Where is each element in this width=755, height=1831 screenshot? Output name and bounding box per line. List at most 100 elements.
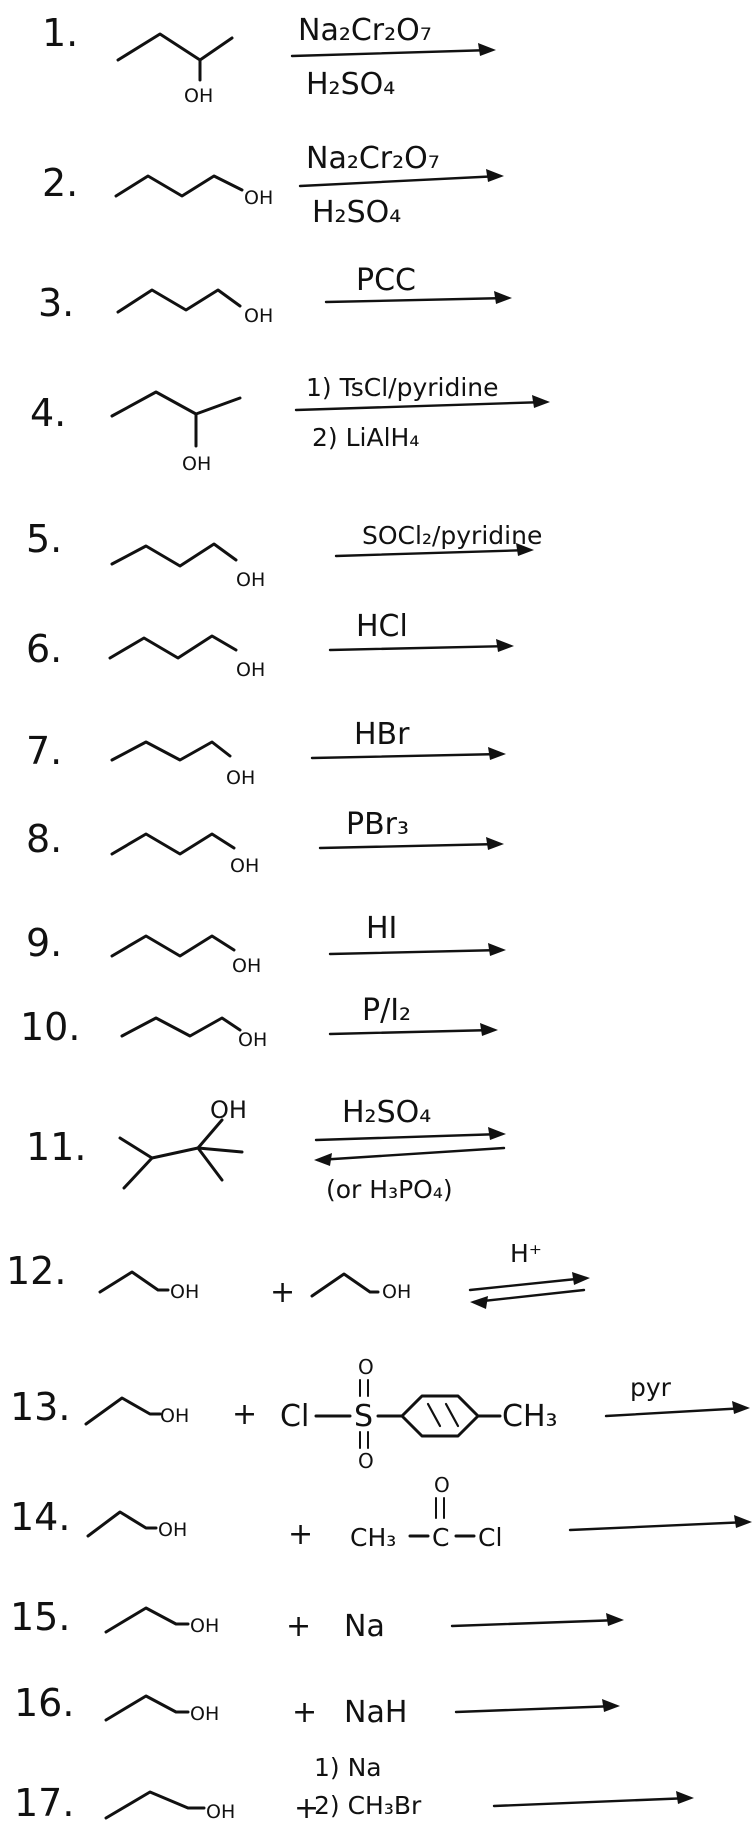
partner-oxygen-top: O xyxy=(358,1355,374,1379)
reaction-arrow xyxy=(602,1699,620,1712)
reagent-top: Na₂Cr₂O₇ xyxy=(298,13,432,48)
partner-methyl: CH₃ xyxy=(502,1399,558,1434)
reaction-arrow xyxy=(606,1613,624,1626)
skeletal-structure xyxy=(110,740,232,762)
problem-4: 4. OH 1) TsCl/pyridine 2) LiAlH₄ xyxy=(30,373,550,475)
problem-number: 10. xyxy=(20,1005,80,1049)
problem-9: 9. OH HI xyxy=(26,911,506,977)
partner-chlorine: Cl xyxy=(478,1523,502,1552)
partner-carbon: C xyxy=(432,1523,449,1552)
hydroxyl-label: OH xyxy=(238,1029,267,1051)
reaction-arrow xyxy=(494,291,512,304)
reagent-top: H⁺ xyxy=(510,1239,542,1268)
reaction-arrow xyxy=(676,1791,694,1804)
plus-sign: + xyxy=(288,1517,313,1552)
problem-number: 14. xyxy=(10,1495,70,1539)
partner-sodium: Na xyxy=(344,1609,385,1644)
problem-number: 1. xyxy=(42,11,78,55)
hydroxyl-label: OH xyxy=(226,767,255,789)
problem-16: 16. OH + NaH xyxy=(14,1681,620,1730)
hydroxyl-label: OH xyxy=(232,955,261,977)
hydroxyl-label: OH xyxy=(170,1281,199,1303)
hydroxyl-label: OH xyxy=(236,569,265,591)
reagent-top: PBr₃ xyxy=(346,807,409,842)
reagent-bottom: 2) LiAlH₄ xyxy=(312,423,419,452)
skeletal-structure xyxy=(116,288,242,314)
plus-sign: + xyxy=(270,1275,295,1310)
problem-number: 11. xyxy=(26,1125,86,1169)
problem-number: 3. xyxy=(38,281,74,325)
problem-number: 17. xyxy=(14,1781,74,1825)
problem-number: 7. xyxy=(26,729,62,773)
problem-12: 12. OH + OH H⁺ xyxy=(6,1239,590,1310)
reagent-top: P/I₂ xyxy=(362,993,411,1028)
problem-2: 2. OH Na₂Cr₂O₇ H₂SO₄ xyxy=(42,141,504,230)
reaction-arrow-forward xyxy=(572,1272,590,1285)
reagent-top: Na₂Cr₂O₇ xyxy=(306,141,440,176)
problem-number: 8. xyxy=(26,817,62,861)
problem-11: 11. OH H₂SO₄ (or H₃PO₄) xyxy=(26,1095,506,1204)
reaction-arrow xyxy=(732,1401,750,1414)
reagent-top: HBr xyxy=(354,717,410,752)
reaction-arrow xyxy=(496,639,514,652)
partner-sulfur: S xyxy=(354,1399,373,1434)
reaction-arrow xyxy=(478,43,496,56)
reaction-arrow xyxy=(488,943,506,956)
skeletal-structure xyxy=(86,1510,158,1538)
skeletal-structure xyxy=(114,174,244,198)
reaction-arrow xyxy=(532,395,550,408)
benzene-ring xyxy=(400,1394,480,1438)
hydroxyl-label: OH xyxy=(158,1519,187,1541)
problem-14: 14. OH + CH₃ C O Cl xyxy=(10,1473,752,1552)
problem-number: 4. xyxy=(30,391,66,435)
problem-6: 6. OH HCl xyxy=(26,609,514,681)
plus-sign: + xyxy=(294,1791,319,1826)
hydroxyl-label: OH xyxy=(244,305,273,327)
skeletal-structure xyxy=(118,1118,224,1160)
hydroxyl-label: OH xyxy=(190,1703,219,1725)
skeletal-structure xyxy=(116,32,234,62)
problem-number: 5. xyxy=(26,517,62,561)
partner-chlorine: Cl xyxy=(280,1399,309,1434)
reagent-top: HI xyxy=(366,911,397,946)
reagent-bottom: H₂SO₄ xyxy=(312,195,401,230)
hydroxyl-label: OH xyxy=(210,1096,247,1124)
plus-sign: + xyxy=(286,1609,311,1644)
skeletal-structure xyxy=(110,390,242,418)
reagent-top: PCC xyxy=(356,263,416,298)
reaction-arrow xyxy=(486,169,504,182)
hydroxyl-label: OH xyxy=(160,1405,189,1427)
reaction-arrow xyxy=(488,747,506,760)
plus-sign: + xyxy=(232,1397,257,1432)
skeletal-structure-2 xyxy=(310,1272,380,1298)
reagent-step-1: 1) Na xyxy=(314,1753,382,1782)
skeletal-structure xyxy=(110,832,236,856)
problem-number: 13. xyxy=(10,1385,70,1429)
partner-sodium-hydride: NaH xyxy=(344,1695,407,1730)
reaction-arrow-forward xyxy=(488,1127,506,1140)
hydroxyl-label: OH xyxy=(236,659,265,681)
partner-oxygen-bottom: O xyxy=(358,1449,374,1473)
hydroxyl-label: OH xyxy=(184,85,213,107)
reagent-top: 1) TsCl/pyridine xyxy=(306,373,499,402)
problem-5: 5. OH SOCl₂/pyridine xyxy=(26,517,542,591)
reaction-arrow-reverse xyxy=(470,1296,488,1309)
problem-7: 7. OH HBr xyxy=(26,717,506,789)
problem-3: 3. OH PCC xyxy=(38,263,512,327)
partner-methyl: CH₃ xyxy=(350,1523,396,1552)
problem-number: 12. xyxy=(6,1249,66,1293)
problem-10: 10. OH P/I₂ xyxy=(20,993,498,1051)
reagent-top: H₂SO₄ xyxy=(342,1095,431,1130)
reaction-arrow xyxy=(486,837,504,850)
reagent-top: SOCl₂/pyridine xyxy=(362,521,542,550)
hydroxyl-label: OH xyxy=(190,1615,219,1637)
plus-sign: + xyxy=(292,1695,317,1730)
skeletal-structure xyxy=(104,1606,190,1634)
reaction-arrow xyxy=(516,543,534,556)
problem-number: 9. xyxy=(26,921,62,965)
skeletal-structure xyxy=(84,1396,162,1426)
partner-oxygen: O xyxy=(434,1473,450,1497)
reagent-bottom: (or H₃PO₄) xyxy=(326,1175,453,1204)
problem-17: 17. OH + 1) Na 2) CH₃Br xyxy=(14,1753,694,1826)
